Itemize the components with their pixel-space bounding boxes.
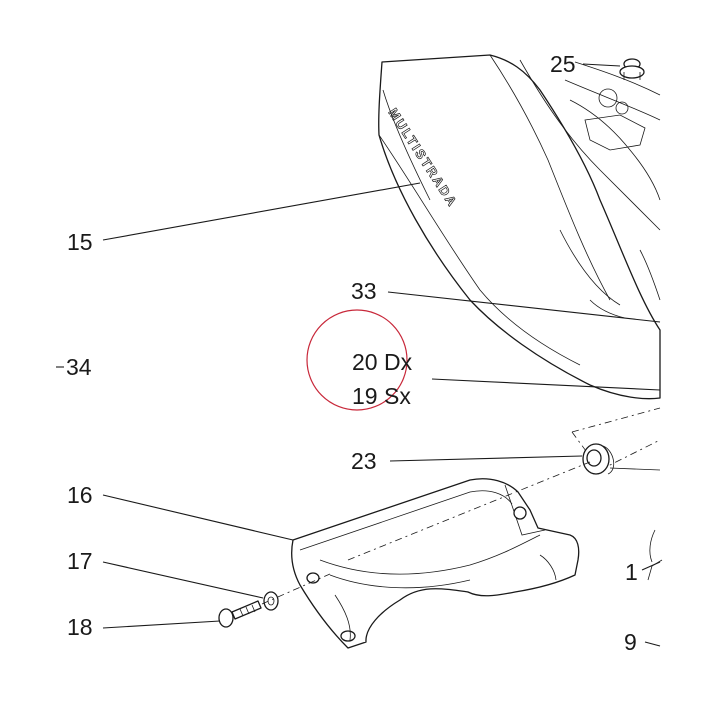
leader-line <box>431 378 661 391</box>
callout-labels: 25 15 33 34 20 Dx 19 Sx 23 16 17 1 18 9 <box>66 51 638 655</box>
leader-line <box>102 182 421 241</box>
callout-16: 16 <box>67 482 93 508</box>
washer-part <box>263 591 279 611</box>
leader-line <box>102 561 264 599</box>
leader-line <box>387 291 661 323</box>
leader-line <box>389 455 583 462</box>
assembly-axis-line <box>347 461 591 561</box>
lower-right-structure <box>571 407 663 581</box>
leader-lines <box>56 63 661 647</box>
highlight-circle <box>306 309 408 411</box>
callout-1: 1 <box>625 559 638 585</box>
callout-34: 34 <box>66 354 92 380</box>
callout-20-dx: 20 Dx <box>352 349 413 375</box>
bolt-part <box>619 58 645 80</box>
leader-line <box>102 620 221 629</box>
callout-18: 18 <box>67 614 93 640</box>
assembly-axis-line <box>261 573 331 605</box>
leader-line <box>102 494 294 541</box>
grommet-part <box>582 443 615 475</box>
callout-23: 23 <box>351 448 377 474</box>
leader-line <box>644 641 661 647</box>
callout-25: 25 <box>550 51 576 77</box>
leader-line <box>641 561 661 571</box>
callout-19-sx: 19 Sx <box>352 383 411 409</box>
callout-17: 17 <box>67 548 93 574</box>
callout-33: 33 <box>351 278 377 304</box>
leader-line <box>582 63 621 67</box>
upper-frame-detail <box>564 61 661 301</box>
screw-part <box>218 600 262 628</box>
fairing-panel <box>378 54 661 400</box>
bracket-part <box>291 478 580 649</box>
callout-15: 15 <box>67 229 93 255</box>
callout-9: 9 <box>624 629 637 655</box>
